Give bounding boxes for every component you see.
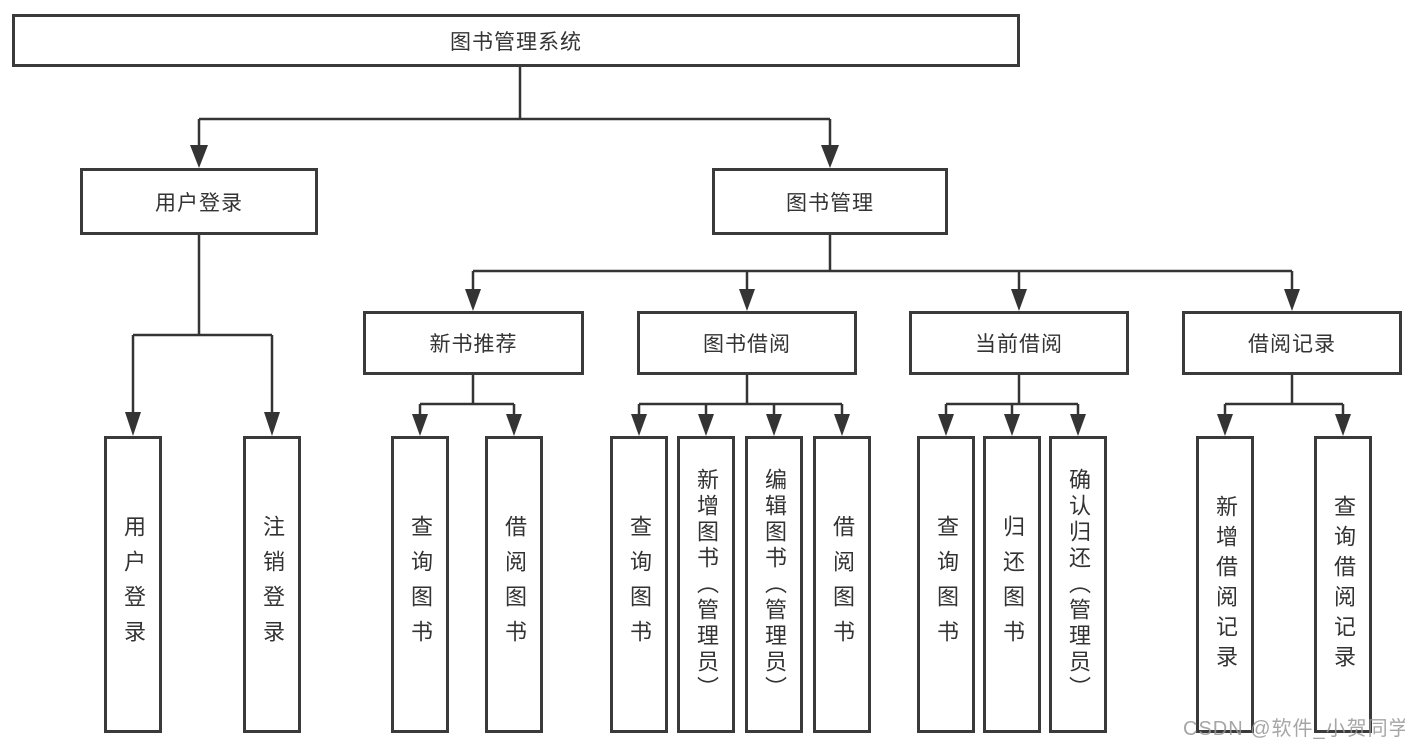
node-root-system: 图书管理系统 [12,14,1020,67]
node-root-system-label: 图书管理系统 [450,30,582,54]
node-user-login-label: 用户登录 [155,191,243,215]
node-new-book-recommend: 新书推荐 [363,311,584,375]
leaf-logout-label: 注销登录 [260,514,285,655]
leaf-records-query-record: 查询借阅记录 [1314,436,1372,733]
leaf-newbook-borrow-book: 借阅图书 [485,436,543,733]
leaf-borrow-add-book-admin: 新增图书（管理员） [677,436,735,733]
node-current-borrow: 当前借阅 [909,311,1129,375]
leaf-current-return-book-label: 归还图书 [1000,514,1025,655]
leaf-borrow-edit-book-admin-label: 编辑图书（管理员） [762,467,787,702]
leaf-newbook-borrow-book-label: 借阅图书 [502,514,527,655]
leaf-newbook-query-book: 查询图书 [391,436,449,733]
leaf-user-login: 用户登录 [104,436,162,733]
leaf-newbook-query-book-label: 查询图书 [408,514,433,655]
leaf-borrow-borrow-book-label: 借阅图书 [830,514,855,655]
csdn-watermark: CSDN @软件_小贺同学 [1183,718,1405,740]
leaf-current-query-book: 查询图书 [917,436,975,733]
leaf-current-confirm-return-admin-label: 确认归还（管理员） [1066,467,1091,702]
node-book-borrow-label: 图书借阅 [703,333,791,356]
leaf-current-return-book: 归还图书 [983,436,1041,733]
node-new-book-recommend-label: 新书推荐 [429,333,518,356]
leaf-logout: 注销登录 [243,436,301,733]
leaf-current-confirm-return-admin: 确认归还（管理员） [1049,436,1107,733]
node-book-borrow: 图书借阅 [637,311,857,375]
node-book-management-label: 图书管理 [786,191,874,215]
leaf-borrow-edit-book-admin: 编辑图书（管理员） [745,436,803,733]
leaf-borrow-query-book: 查询图书 [610,436,668,733]
leaf-current-query-book-label: 查询图书 [934,514,959,655]
node-user-login: 用户登录 [80,168,318,235]
leaf-user-login-label: 用户登录 [121,514,146,655]
leaf-records-add-record-label: 新增借阅记录 [1213,494,1238,675]
node-borrow-records-label: 借阅记录 [1248,333,1336,356]
leaf-borrow-query-book-label: 查询图书 [627,514,652,655]
leaf-borrow-add-book-admin-label: 新增图书（管理员） [694,467,719,702]
leaf-records-add-record: 新增借阅记录 [1196,436,1254,733]
leaf-borrow-borrow-book: 借阅图书 [813,436,871,733]
node-borrow-records: 借阅记录 [1182,311,1402,375]
node-current-borrow-label: 当前借阅 [975,333,1063,356]
leaf-records-query-record-label: 查询借阅记录 [1331,494,1356,675]
node-book-management: 图书管理 [712,168,948,235]
